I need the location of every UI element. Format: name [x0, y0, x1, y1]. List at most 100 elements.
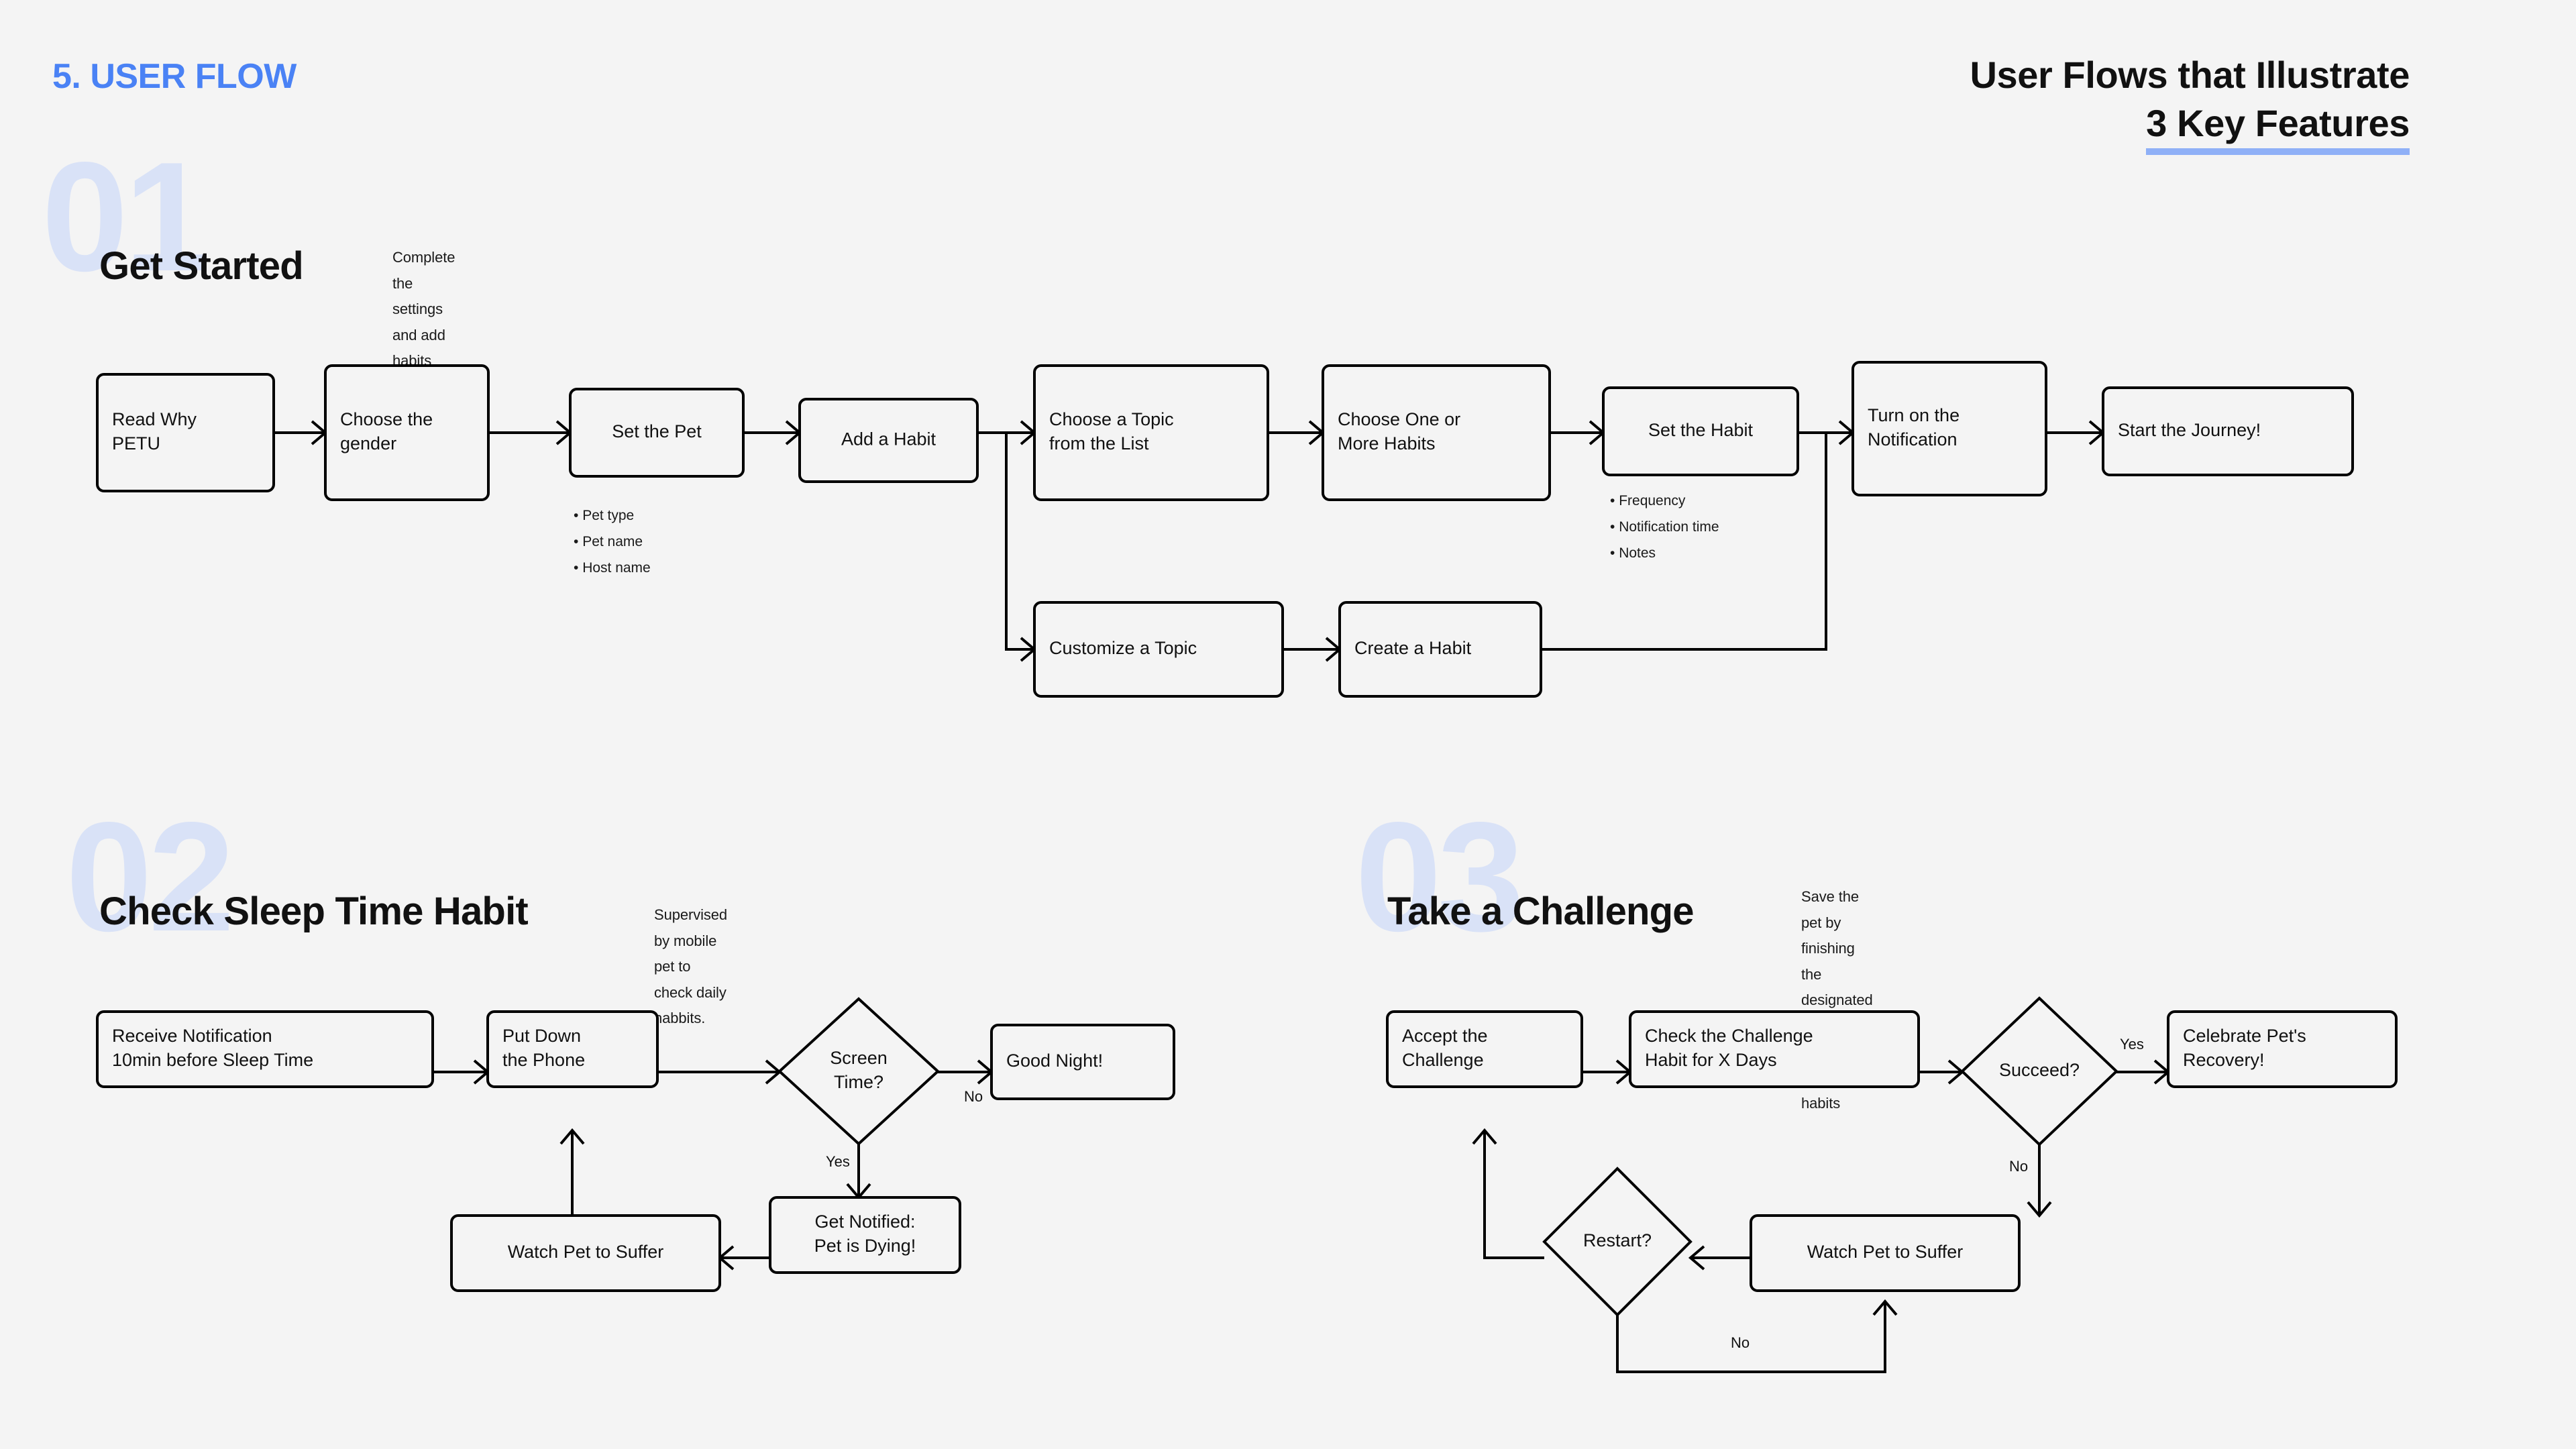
edge-label: Yes	[2120, 1036, 2144, 1053]
node-label: from the List	[1049, 433, 1149, 453]
set-the-habit-details: FrequencyNotification timeNotes	[1610, 488, 1719, 567]
node-label: Customize a Topic	[1049, 638, 1197, 658]
flow-node-start-journey[interactable]: Start the Journey!	[2102, 386, 2354, 476]
process-shape	[486, 1010, 659, 1088]
node-label: Turn on the	[1868, 405, 1960, 425]
section-title: Take a Challenge	[1387, 890, 1695, 933]
node-label: Choose a Topic	[1049, 409, 1174, 429]
process-shape	[450, 1214, 721, 1292]
page-title-line2: 3 Key Features	[2146, 101, 2410, 144]
decision-shape	[777, 997, 940, 1146]
flow-edge	[1688, 1245, 1751, 1271]
process-shape	[1338, 601, 1542, 698]
flow-node-customize-a-topic[interactable]: Customize a Topic	[1033, 601, 1284, 698]
process-shape	[990, 1024, 1175, 1100]
section-number-watermark: 01	[42, 130, 211, 304]
section-description-line1: Save the pet by finishing the designated	[1801, 888, 1873, 1008]
edge-label: Yes	[826, 1153, 850, 1170]
flow-node-put-down-the-phone[interactable]: Put Down the Phone	[486, 1010, 659, 1088]
node-label: Put Down	[502, 1026, 581, 1046]
process-shape	[1750, 1214, 2021, 1292]
decision-shape	[1542, 1167, 1693, 1317]
section-description-line1: Supervised by mobile pet to check daily …	[654, 906, 728, 1026]
process-shape	[1629, 1010, 1920, 1088]
node-label: Choose the	[340, 409, 433, 429]
section-label-user-flow: 5. USER FLOW	[52, 57, 297, 96]
process-shape	[324, 364, 490, 501]
node-label: Good Night!	[1006, 1051, 1103, 1071]
node-label: Watch Pet to Suffer	[1807, 1242, 1964, 1262]
process-shape	[1386, 1010, 1583, 1088]
flow-edge	[1919, 1059, 1965, 1085]
flow-node-get-notified-dying[interactable]: Get Notified:Pet is Dying!	[769, 1196, 961, 1274]
process-shape	[96, 1010, 434, 1088]
page-title-line1: User Flows that Illustrate	[1970, 54, 2410, 96]
node-label: 10min before Sleep Time	[112, 1050, 313, 1070]
bullet-item: Pet type	[574, 503, 651, 529]
flow-node-choose-a-topic[interactable]: Choose a Topic from the List	[1033, 364, 1269, 501]
bullet-item: Notification time	[1610, 515, 1719, 541]
title-underline	[2146, 148, 2410, 156]
flow-node-set-the-habit[interactable]: Set the Habit	[1602, 386, 1799, 476]
node-label: Get Notified:	[814, 1212, 915, 1232]
flow-node-set-the-pet[interactable]: Set the Pet	[569, 388, 745, 478]
section-title: Check Sleep Time Habit	[99, 890, 529, 933]
process-shape	[569, 388, 745, 478]
flow-edge	[1582, 1059, 1633, 1085]
node-label: Set the Pet	[612, 421, 702, 441]
section-description: Supervised by mobile pet to check daily …	[654, 902, 727, 1032]
process-shape	[1602, 386, 1799, 476]
set-the-pet-details: Pet typePet nameHost name	[574, 503, 651, 582]
process-shape	[1322, 364, 1551, 501]
flow-node-watch-pet-suffer-3[interactable]: Watch Pet to Suffer	[1750, 1214, 2021, 1292]
flow-node-good-night[interactable]: Good Night!	[990, 1024, 1175, 1100]
process-shape	[1851, 361, 2047, 496]
process-shape	[1033, 364, 1269, 501]
flow-edge: No	[2009, 1144, 2052, 1218]
node-label: Add a Habit	[841, 429, 936, 449]
flow-node-choose-the-gender[interactable]: Choose the gender	[324, 364, 490, 501]
flow-edge	[559, 1128, 585, 1216]
node-label: gender	[340, 433, 396, 453]
process-shape	[96, 373, 275, 492]
node-label: Create a Habit	[1354, 638, 1472, 658]
section-number-watermark: 02	[66, 790, 235, 964]
flow-node-watch-pet-suffer-2[interactable]: Watch Pet to Suffer	[450, 1214, 721, 1292]
flow-edge: Yes	[2116, 1036, 2171, 1085]
edge-label: No	[1731, 1334, 1750, 1351]
node-label: More Habits	[1338, 433, 1436, 453]
flow-node-create-a-habit[interactable]: Create a Habit	[1338, 601, 1542, 698]
decision-shape	[1960, 996, 2118, 1146]
page-title-line2-wrap: 3 Key Features	[2146, 99, 2410, 156]
node-label: the Phone	[502, 1050, 585, 1070]
section-title: Get Started	[99, 244, 304, 288]
node-label: Start the Journey!	[2118, 420, 2261, 440]
node-label: Receive Notification	[112, 1026, 272, 1046]
page-title: User Flows that Illustrate 3 Key Feature…	[1970, 51, 2410, 156]
process-shape	[2167, 1010, 2398, 1088]
flow-node-restart[interactable]: Restart?	[1542, 1167, 1693, 1317]
section-number-watermark: 03	[1355, 790, 1524, 964]
bullet-item: Pet name	[574, 529, 651, 555]
flow-edge	[1541, 433, 1827, 651]
node-label: Restart?	[1583, 1230, 1652, 1250]
node-label: Recovery!	[2183, 1050, 2265, 1070]
flow-edge: No	[938, 1059, 994, 1105]
node-label: Celebrate Pet's	[2183, 1026, 2306, 1046]
flow-node-add-a-habit[interactable]: Add a Habit	[798, 398, 979, 483]
flow-node-succeed[interactable]: Succeed?	[1960, 996, 2118, 1146]
flow-node-receive-notification[interactable]: Receive Notification 10min before Sleep T…	[96, 1010, 434, 1088]
process-shape	[769, 1196, 961, 1274]
node-label: Succeed?	[1999, 1060, 2080, 1080]
node-label: Read Why	[112, 409, 197, 429]
process-shape	[2102, 386, 2354, 476]
